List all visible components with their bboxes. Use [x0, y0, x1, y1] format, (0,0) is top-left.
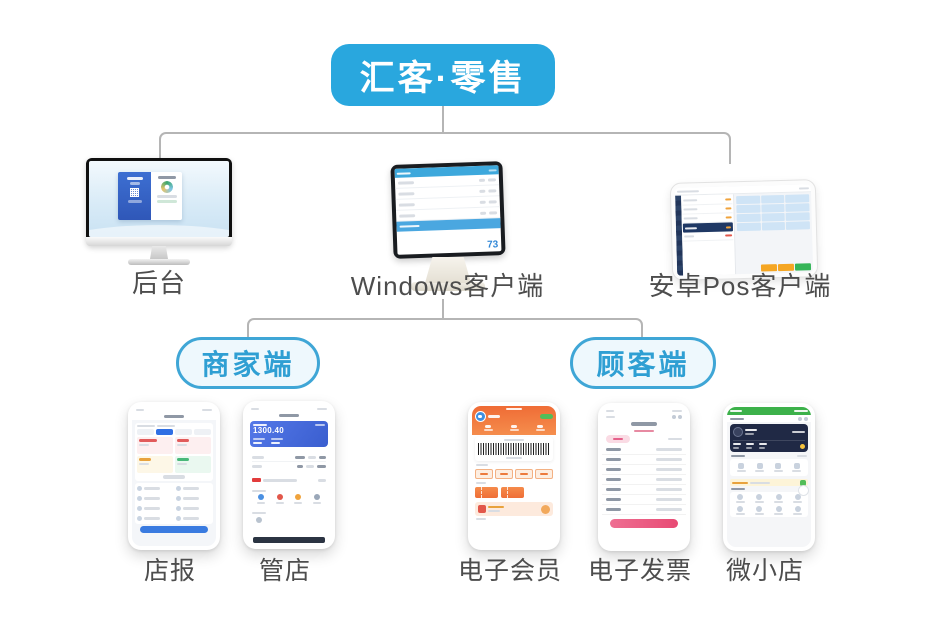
einvoice-tabs [606, 435, 682, 443]
guandian-secondary-card [250, 510, 328, 526]
connector-bracket-devices [159, 132, 731, 164]
dianbao-active-tab [156, 429, 173, 435]
monitor-screen [89, 161, 229, 237]
phone-emember-mockup [468, 402, 560, 550]
monitor-login-card [118, 172, 182, 220]
tablet-screen [674, 184, 814, 276]
microstore-green-bar [727, 407, 811, 415]
tablet-order-list [681, 194, 737, 276]
emember-vip-badge [540, 414, 553, 419]
login-right-panel [151, 172, 182, 220]
device-label-android: 安卓Pos客户端 [648, 271, 832, 301]
emember-stats [475, 425, 553, 431]
emember-barcode-card [475, 437, 553, 461]
app-label-emember: 电子会员 [457, 557, 562, 585]
connector-stem-mid [442, 299, 444, 320]
guandian-notice-row [250, 476, 328, 484]
phone-einvoice-mockup [598, 403, 690, 551]
device-label-backoffice: 后台 [131, 268, 186, 298]
pos-item-rows [394, 174, 501, 222]
connector-stem-top [442, 106, 444, 133]
emember-avatar [475, 411, 486, 422]
backoffice-monitor-mockup [86, 158, 232, 265]
group-pill-customer: 顾客端 [570, 337, 716, 389]
microstore-notice-bar [730, 479, 808, 486]
dianbao-stat-grid [137, 437, 211, 473]
company-logo [160, 181, 173, 193]
einvoice-active-tab [606, 435, 630, 443]
microstore-avatar [733, 427, 743, 437]
phone-microstore-mockup [723, 403, 815, 551]
einvoice-submit-button [610, 519, 678, 528]
app-label-microstore: 微小店 [725, 557, 804, 585]
app-label-guandian: 管店 [258, 557, 311, 585]
product-title: 汇客·零售 [331, 44, 555, 106]
guandian-stats-card [250, 451, 328, 472]
pos-app-ui: 73 [394, 165, 502, 255]
pos-stand [425, 257, 471, 283]
emember-quick-buttons [475, 469, 553, 479]
app-label-dianbao: 店报 [143, 557, 196, 585]
emember-coupons [475, 487, 553, 498]
tablet-product-grid [734, 192, 813, 265]
monitor-base [128, 259, 190, 265]
einvoice-form [602, 445, 686, 515]
guandian-revenue-card: 1300.40 [250, 421, 328, 447]
guandian-amount: 1300.40 [253, 426, 285, 435]
dianbao-dashboard [132, 420, 216, 546]
emember-promo-banner [475, 502, 553, 516]
microstore-floating-button [798, 485, 809, 496]
connector-bracket-groups [247, 318, 643, 340]
monitor-chin [86, 237, 232, 246]
pos-screen: 73 [390, 161, 506, 259]
microstore-shop-card [730, 424, 808, 452]
microstore-quick-icons [732, 463, 806, 472]
device-label-windows: Windows客户端 [350, 271, 545, 301]
pos-base [411, 282, 485, 291]
login-left-panel [118, 172, 151, 220]
microstore-yellow-badge [800, 443, 805, 449]
phone-dianbao-mockup [128, 402, 220, 550]
pos-total-amount: 73 [486, 239, 499, 251]
monitor-wave-decor [89, 225, 229, 237]
phone-guandian-mockup: 1300.40 [243, 401, 335, 549]
windows-pos-mockup: 73 [390, 161, 506, 291]
microstore-feature-grid [732, 494, 806, 515]
group-pill-merchant: 商家端 [176, 337, 320, 389]
monitor-stand [150, 246, 168, 259]
app-label-einvoice: 电子发票 [587, 557, 692, 585]
guandian-footer-bar [253, 537, 325, 543]
monitor-bezel [86, 158, 232, 246]
dianbao-menu-grid [137, 485, 211, 522]
member-barcode [478, 443, 550, 455]
guandian-shortcut-icons [250, 488, 328, 506]
emember-header [472, 406, 556, 435]
dianbao-bottom-button [140, 526, 208, 533]
qr-code [130, 188, 139, 197]
